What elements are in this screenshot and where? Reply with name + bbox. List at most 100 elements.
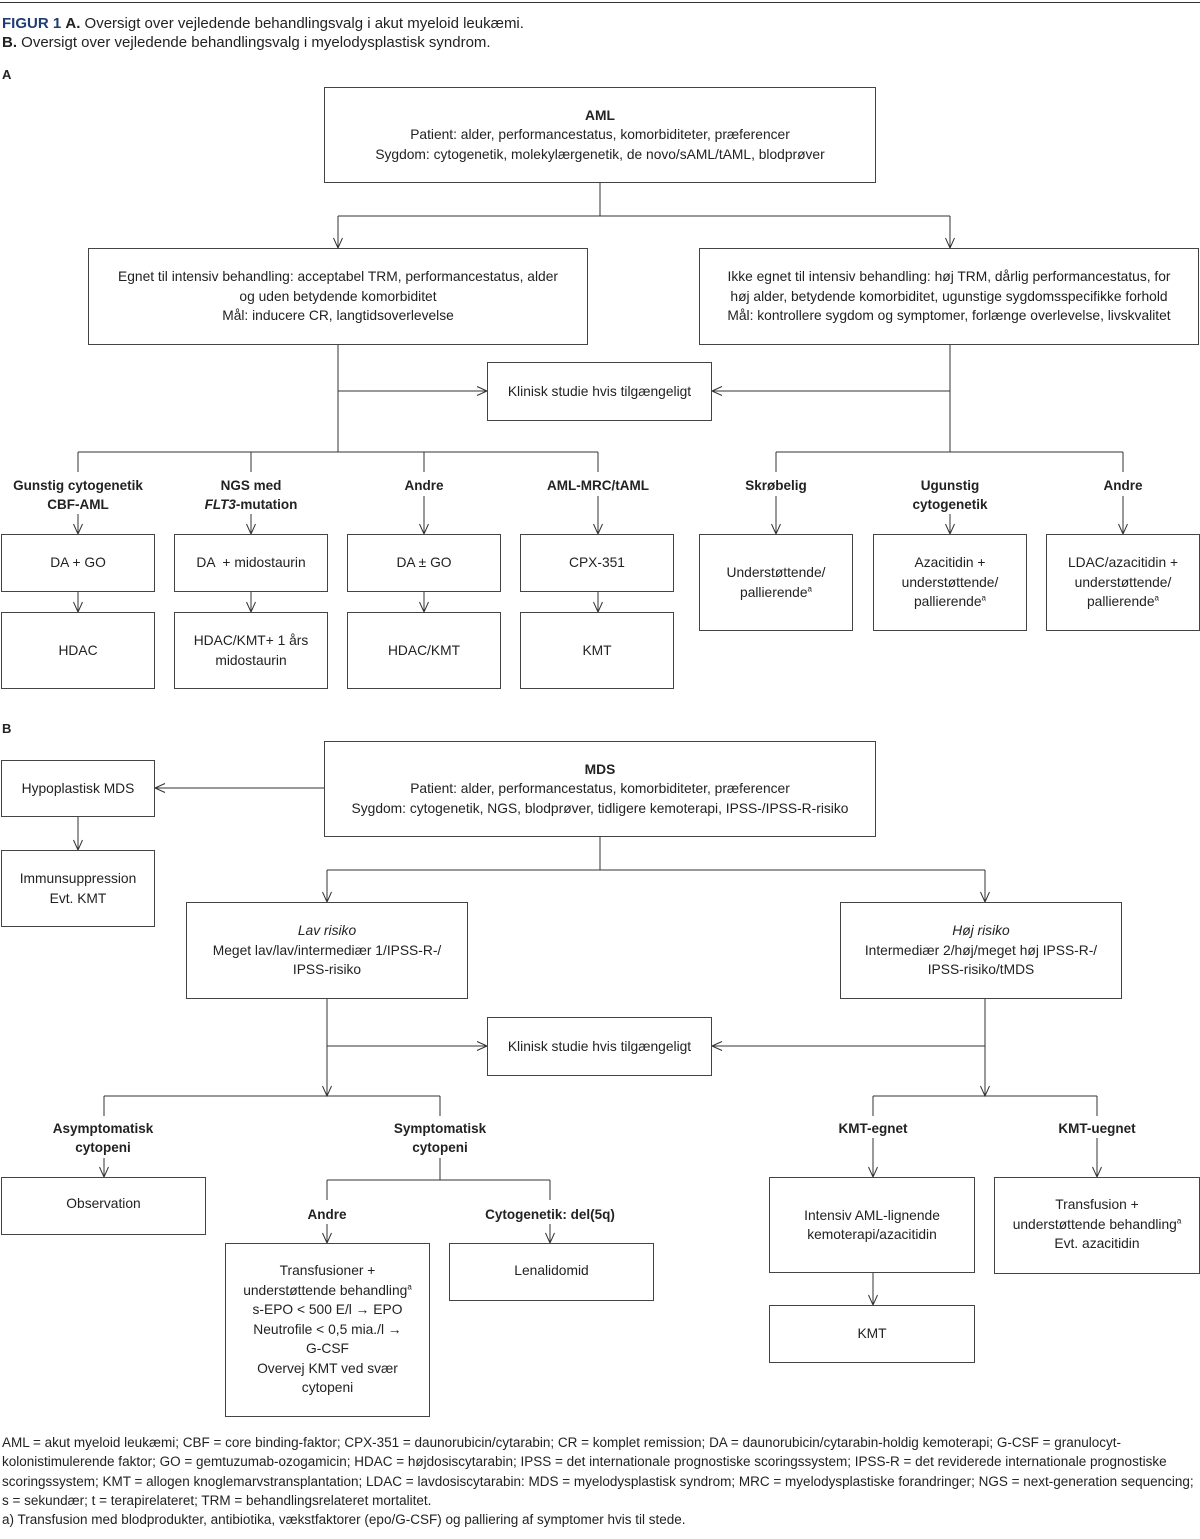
caption-a-label: A. — [65, 15, 81, 32]
da-go-box: DA + GO — [1, 534, 155, 592]
hdac-kmt-midostaurin-line2: midostaurin — [215, 652, 287, 668]
intensive-aml-like-line1: Intensiv AML-lignende — [804, 1207, 940, 1223]
da-midostaurin-text: DA + midostaurin — [196, 555, 306, 571]
mds-line1: Patient: alder, performancestatus, komor… — [410, 781, 790, 797]
other-mds-label: Andre — [307, 1207, 347, 1222]
aml-line2: Sygdom: cytogenetik, molekylærgenetik, d… — [375, 146, 825, 162]
clinical-trial-text-a: Klinisk studie hvis tilgængeligt — [507, 383, 692, 399]
azacitidin-line1: Azacitidin + — [914, 555, 986, 571]
kmt-unfit-line3: Evt. azacitidin — [1054, 1236, 1140, 1251]
ldac-line3: pallierende — [1087, 594, 1155, 610]
immunosuppression-line1: Immunsuppression — [19, 871, 137, 886]
mds-line2: Sygdom: cytogenetik, NGS, blodprøver, ti… — [351, 800, 849, 816]
low-risk-line1: Meget lav/lav/intermediær 1/IPSS-R-/ — [212, 942, 442, 958]
hdac-kmt-midostaurin-box: HDAC/KMT+ 1 års midostaurin — [174, 612, 328, 689]
mds-title: MDS — [584, 761, 616, 777]
intensive-box: Egnet til intensiv behandling: acceptabe… — [88, 248, 588, 345]
hdac-kmt-text: HDAC/KMT — [387, 642, 461, 658]
non-intensive-line3: Mål: kontrollere sygdom og symptomer, fo… — [727, 308, 1171, 324]
symptomatic-label-1: Symptomatisk — [393, 1121, 487, 1136]
high-risk-box: Høj risiko Intermediær 2/høj/meget høj I… — [840, 902, 1122, 999]
azacitidin-box: Azacitidin + understøttende/ pallierende… — [873, 534, 1027, 631]
kmt-box-a: KMT — [520, 612, 674, 689]
da-go-text: DA + GO — [50, 555, 106, 571]
low-risk-box: Lav risiko Meget lav/lav/intermediær 1/I… — [186, 902, 468, 999]
branch-favorable-label-1: Gunstig cytogenetik — [13, 478, 143, 493]
branch-other-nonintensive-label: Andre — [1103, 478, 1143, 493]
branch-unfavorable-label-2: cytogenetik — [912, 497, 988, 512]
intensive-line3: Mål: inducere CR, langtidsoverlevelse — [222, 308, 454, 324]
caption-b-text: Oversigt over vejledende behandlingsvalg… — [21, 34, 491, 51]
asymptomatic-label: Asymptomatisk cytopeni — [20, 1119, 186, 1157]
branch-favorable-label-2: CBF-AML — [47, 497, 109, 512]
branch-frail-label: Skrøbelig — [745, 478, 807, 493]
transfusion-line1: Transfusioner + — [279, 1263, 376, 1278]
hypoplastic-mds-text: Hypoplastisk MDS — [21, 780, 135, 796]
caption-b-label: B. — [2, 34, 17, 51]
branch-ngs-label-1: NGS med — [220, 478, 282, 493]
da-pm-go-box: DA ± GO — [347, 534, 501, 592]
kmt-unfit-box: Transfusion + understøttende behandlinga… — [994, 1177, 1200, 1274]
clinical-trial-text-b: Klinisk studie hvis tilgængeligt — [507, 1038, 692, 1054]
ldac-footnote-marker: a — [1154, 593, 1159, 603]
transfusion-line3: s-EPO < 500 E/l → EPO — [252, 1302, 403, 1317]
transfusion-line2: understøttende behandling — [243, 1282, 408, 1298]
branch-ngs-label-rest: -mutation — [235, 497, 298, 512]
branch-other-label: Andre — [404, 478, 444, 493]
transfusion-box: Transfusioner + understøttende behandlin… — [225, 1243, 430, 1417]
figure-label: FIGUR 1 — [2, 15, 62, 32]
supportive-box: Understøttende/ pallierendea — [699, 534, 853, 631]
hdac-kmt-box: HDAC/KMT — [347, 612, 501, 689]
asymptomatic-label-1: Asymptomatisk — [52, 1121, 154, 1136]
observation-text: Observation — [66, 1196, 141, 1211]
hdac-text: HDAC — [58, 642, 98, 658]
low-risk-title: Lav risiko — [297, 923, 357, 939]
azacitidin-footnote-marker: a — [981, 593, 986, 603]
supportive-line2: pallierende — [740, 584, 808, 600]
transfusion-line5: G-CSF — [306, 1341, 349, 1356]
kmt-text-a: KMT — [582, 642, 612, 658]
high-risk-line1: Intermediær 2/høj/meget høj IPSS-R-/ — [864, 942, 1098, 958]
da-pm-go-text: DA ± GO — [396, 555, 452, 571]
ldac-line1: LDAC/azacitidin + — [1067, 555, 1179, 571]
cpx351-text: CPX-351 — [569, 555, 625, 571]
intensive-aml-like-box: Intensiv AML-lignende kemoterapi/azaciti… — [769, 1177, 975, 1273]
clinical-trial-box-b: Klinisk studie hvis tilgængeligt — [487, 1017, 712, 1076]
figure-caption: FIGUR 1 A. Oversigt over vejledende beha… — [2, 14, 1192, 52]
non-intensive-line1: Ikke egnet til intensiv behandling: høj … — [727, 269, 1171, 285]
transfusion-line4: Neutrofile < 0,5 mia./l → — [253, 1321, 402, 1337]
azacitidin-line3: pallierende — [914, 594, 982, 610]
kmt-fit-label: KMT-egnet — [838, 1121, 908, 1136]
intensive-line1: Egnet til intensiv behandling: acceptabe… — [118, 269, 558, 285]
section-a-label: A — [2, 67, 12, 82]
high-risk-line2: IPSS-risiko/tMDS — [927, 962, 1035, 978]
branch-unfavorable-label-1: Ugunstig — [920, 478, 980, 493]
transfusion-footnote-marker: a — [407, 1281, 412, 1291]
aml-title: AML — [585, 107, 615, 123]
azacitidin-line2: understøttende/ — [901, 574, 999, 590]
kmt-box-b: KMT — [769, 1305, 975, 1363]
kmt-text-b: KMT — [857, 1326, 887, 1342]
symptomatic-label-2: cytopeni — [412, 1140, 468, 1155]
kmt-unfit-footnote-marker: a — [1176, 1215, 1182, 1225]
observation-box: Observation — [1, 1177, 206, 1235]
transfusion-line7: cytopeni — [301, 1380, 354, 1395]
hdac-kmt-midostaurin-line1: HDAC/KMT+ 1 års — [193, 633, 309, 648]
cpx351-box: CPX-351 — [520, 534, 674, 592]
non-intensive-line2: høj alder, betydende komorbiditet, uguns… — [730, 288, 1168, 304]
kmt-unfit-line1: Transfusion + — [1055, 1197, 1139, 1212]
supportive-footnote-marker: a — [807, 583, 812, 593]
caption-a-text: Oversigt over vejledende behandlingsvalg… — [84, 15, 524, 32]
branch-unfavorable-label: Ugunstig cytogenetik — [873, 476, 1027, 514]
transfusion-line6: Overvej KMT ved svær — [257, 1360, 398, 1376]
asymptomatic-label-2: cytopeni — [75, 1140, 131, 1155]
aml-box: AML Patient: alder, performancestatus, k… — [324, 87, 876, 183]
symptomatic-label: Symptomatisk cytopeni — [356, 1119, 524, 1157]
da-midostaurin-box: DA + midostaurin — [174, 534, 328, 592]
mds-box: MDS Patient: alder, performancestatus, k… — [324, 741, 876, 837]
immunosuppression-box: Immunsuppression Evt. KMT — [1, 850, 155, 927]
ldac-box: LDAC/azacitidin + understøttende/ pallie… — [1046, 534, 1200, 631]
lenalidomid-box: Lenalidomid — [449, 1243, 654, 1301]
intensive-aml-like-line2: kemoterapi/azacitidin — [807, 1227, 937, 1242]
